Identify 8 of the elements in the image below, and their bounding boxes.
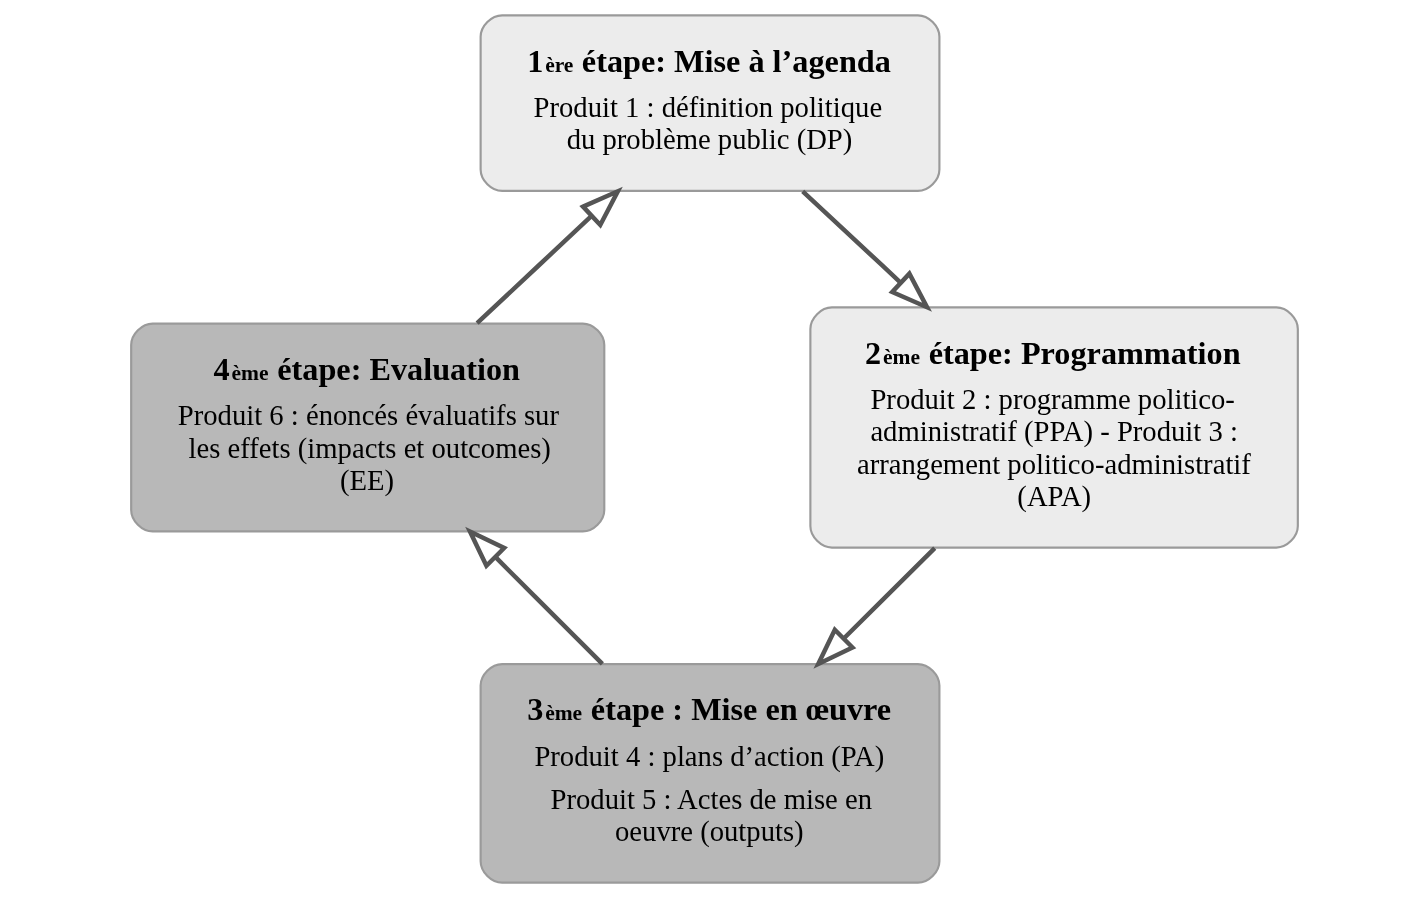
node-box: 2ème étape: Programmation Produit 2 : programme politico-administratif (PPA) - Produit 3 : arrangement politico-administratif (APA) bbox=[808, 306, 1299, 549]
arrow bbox=[464, 526, 604, 666]
arrow bbox=[812, 546, 936, 669]
node-box: 3ème étape : Mise en œuvre Produit 4 : plans d’action (PA) Produit 5 : Actes de mise en oeuvre (outputs) bbox=[479, 662, 940, 884]
arrow bbox=[800, 189, 932, 312]
node-box: 1ère étape: Mise à l’agenda Produit 1 : définition politique du problème public (DP) bbox=[479, 14, 940, 192]
node-box: 4ème étape: Evaluation Produit 6 : énoncés évaluatifs sur les effets (impacts et outcomes) (EE) bbox=[129, 322, 605, 533]
arrow bbox=[475, 186, 623, 325]
